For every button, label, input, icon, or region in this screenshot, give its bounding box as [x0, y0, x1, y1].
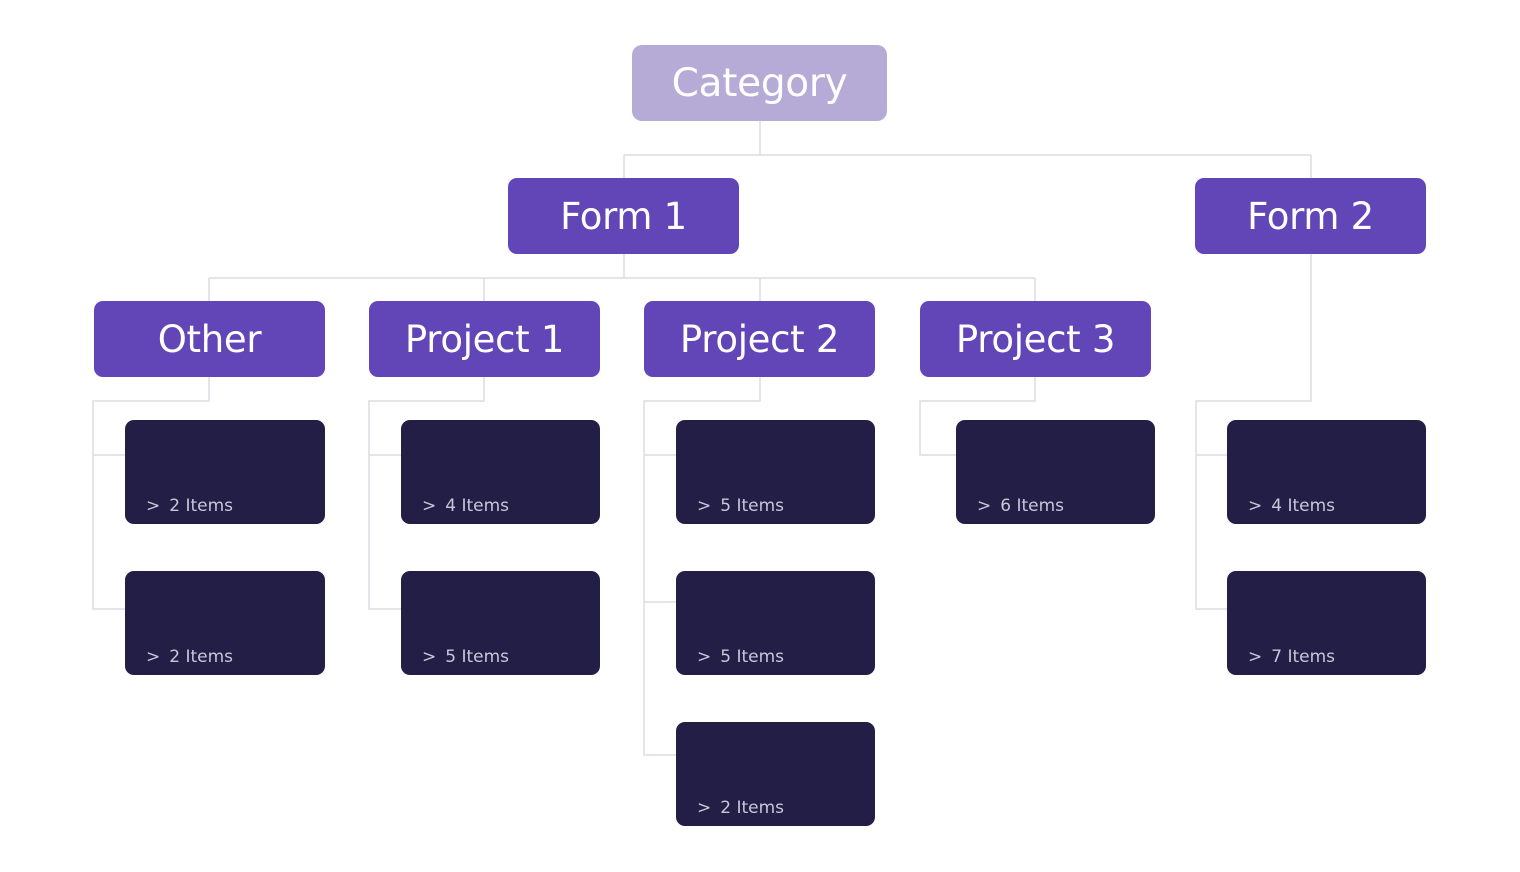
chevron-right-icon: > [697, 647, 712, 667]
chevron-right-icon: > [1248, 647, 1263, 667]
project-3-node[interactable]: Project 3 [920, 301, 1151, 377]
item-count-text: 5 Items [720, 647, 785, 667]
item-count: >4 Items [1248, 496, 1335, 516]
item-count-text: 5 Items [720, 496, 785, 516]
chevron-right-icon: > [697, 496, 712, 516]
connector-form-2 [1195, 254, 1312, 610]
project-1-node[interactable]: Project 1 [369, 301, 600, 377]
connector-project-2 [643, 377, 761, 756]
category-node[interactable]: Category [632, 45, 887, 121]
connector-project-1 [368, 377, 485, 610]
chevron-right-icon: > [422, 647, 437, 667]
item-count-text: 2 Items [169, 647, 234, 667]
item-count: >7 Items [1248, 647, 1335, 667]
other-item-2[interactable]: >2 Items [125, 571, 325, 675]
form-2-node[interactable]: Form 2 [1195, 178, 1426, 254]
chevron-right-icon: > [146, 496, 161, 516]
item-count-text: 6 Items [1000, 496, 1065, 516]
category-label: Category [671, 60, 848, 106]
connector-other [92, 377, 210, 610]
project-1-item-2[interactable]: >5 Items [401, 571, 600, 675]
item-count-text: 4 Items [1271, 496, 1336, 516]
connector-group [92, 121, 1312, 756]
project-3-label: Project 3 [955, 317, 1116, 361]
project-2-item-2[interactable]: >5 Items [676, 571, 875, 675]
item-count: >5 Items [697, 496, 784, 516]
other-node[interactable]: Other [94, 301, 325, 377]
item-count: >6 Items [977, 496, 1064, 516]
project-2-item-1[interactable]: >5 Items [676, 420, 875, 524]
item-count-text: 7 Items [1271, 647, 1336, 667]
project-1-item-1[interactable]: >4 Items [401, 420, 600, 524]
item-count: >5 Items [697, 647, 784, 667]
item-count: >2 Items [146, 496, 233, 516]
item-count: >5 Items [422, 647, 509, 667]
form-1-label: Form 1 [560, 194, 687, 238]
other-item-1[interactable]: >2 Items [125, 420, 325, 524]
chevron-right-icon: > [697, 798, 712, 818]
chevron-right-icon: > [977, 496, 992, 516]
project-1-label: Project 1 [404, 317, 565, 361]
chevron-right-icon: > [422, 496, 437, 516]
project-3-item-1[interactable]: >6 Items [956, 420, 1155, 524]
connector-form-1 [208, 254, 1036, 301]
chevron-right-icon: > [1248, 496, 1263, 516]
item-count-text: 2 Items [720, 798, 785, 818]
chevron-right-icon: > [146, 647, 161, 667]
item-count: >4 Items [422, 496, 509, 516]
project-2-item-3[interactable]: >2 Items [676, 722, 875, 826]
other-label: Other [157, 317, 262, 361]
item-count-text: 5 Items [445, 647, 510, 667]
item-count: >2 Items [146, 647, 233, 667]
item-count-text: 4 Items [445, 496, 510, 516]
item-count-text: 2 Items [169, 496, 234, 516]
form-1-node[interactable]: Form 1 [508, 178, 739, 254]
item-count: >2 Items [697, 798, 784, 818]
project-2-node[interactable]: Project 2 [644, 301, 875, 377]
form-2-label: Form 2 [1247, 194, 1374, 238]
connector-root [623, 121, 1312, 178]
connector-project-3 [919, 377, 1036, 456]
project-2-label: Project 2 [679, 317, 840, 361]
form-2-item-2[interactable]: >7 Items [1227, 571, 1426, 675]
form-2-item-1[interactable]: >4 Items [1227, 420, 1426, 524]
